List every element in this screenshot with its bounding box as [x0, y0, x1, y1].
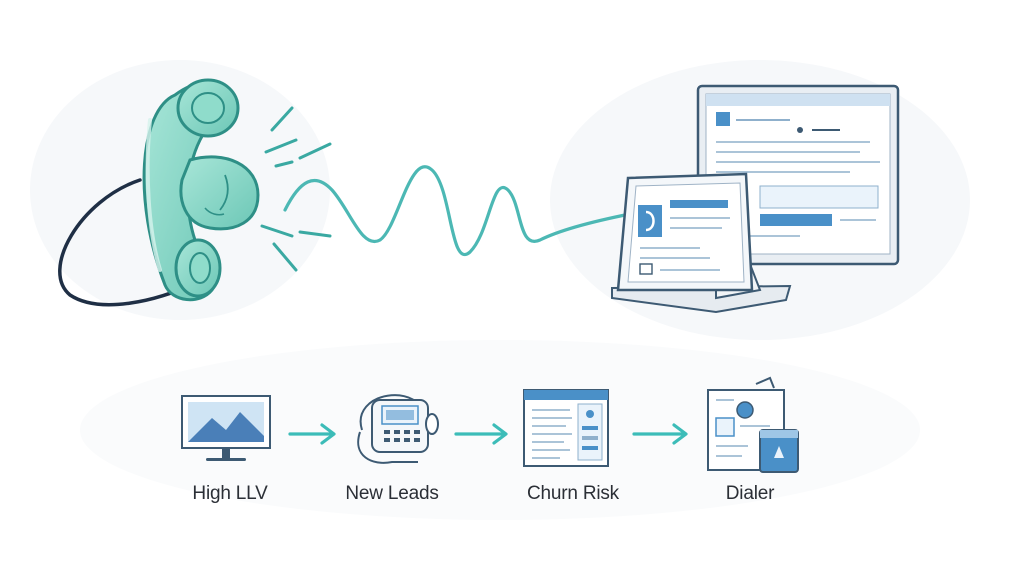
dialer-box-mark — [774, 446, 784, 458]
flow-label-high-llv: High LLV — [192, 483, 268, 504]
phone-cord — [58, 178, 192, 307]
flow-label-churn-risk: Churn Risk — [527, 483, 619, 504]
doc-sidebar-bar — [582, 426, 598, 430]
burst-line — [260, 224, 294, 238]
phone-display-fill — [386, 410, 414, 420]
doc-sidebar-bar — [582, 436, 598, 440]
earpiece-cup — [191, 92, 225, 124]
headset-ear — [425, 413, 439, 435]
landscape-monitor-icon — [181, 395, 271, 461]
phone-keypad — [384, 430, 420, 442]
flow-arrow-3-head — [672, 423, 688, 445]
doc-sidebar-bar — [582, 446, 598, 450]
signal-wave-icon — [283, 165, 632, 257]
dialer-widget — [715, 417, 735, 437]
burst-line — [298, 142, 332, 160]
arrow-right-icon — [288, 423, 688, 445]
tablet-avatar-frame — [638, 205, 662, 237]
doc-sidebar — [577, 403, 603, 461]
doc-header — [524, 390, 608, 400]
flow-arrow-1-head — [320, 423, 336, 445]
monitor-topbar — [706, 94, 890, 106]
flow-monitor-neck — [222, 448, 230, 458]
dialer-box-lid — [760, 430, 798, 438]
telephone-handset-icon — [58, 78, 260, 307]
burst-line — [298, 230, 332, 238]
document-list-icon — [523, 389, 609, 467]
flow-mountain — [188, 412, 264, 442]
monitor-button-bar — [760, 214, 832, 226]
dialer-clip — [755, 376, 775, 389]
tablet-checkbox — [639, 263, 653, 275]
flow-label-dialer: Dialer — [725, 483, 775, 504]
speaker-crease-2 — [204, 207, 225, 216]
flow-arrow-2-head — [492, 423, 508, 445]
headset-cord — [357, 431, 418, 464]
tablet-header-bar — [670, 200, 728, 208]
doc-lines — [532, 409, 572, 459]
mouthpiece-cup — [189, 252, 211, 284]
burst-line — [270, 106, 294, 132]
monitor-logo — [716, 112, 730, 126]
flow-label-new-leads: New Leads — [345, 483, 439, 504]
burst-line — [264, 138, 298, 154]
headset-phone-icon — [357, 394, 439, 464]
handle-highlight — [145, 118, 162, 272]
dialer-lines — [716, 399, 770, 457]
dialer-avatar — [736, 401, 754, 419]
tablet-stand-icon — [611, 172, 792, 314]
sound-burst-icon — [260, 106, 332, 272]
speaker-crease — [219, 174, 229, 211]
doc-sidebar-dot — [586, 410, 594, 418]
burst-line — [272, 242, 298, 272]
dialer-sheet-icon — [707, 376, 799, 473]
monitor-dot — [797, 127, 803, 133]
tablet-avatar — [645, 210, 655, 232]
monitor-panel — [759, 185, 879, 209]
flow-monitor-foot — [206, 458, 246, 461]
phone-speaker — [179, 155, 260, 231]
burst-line — [274, 160, 294, 168]
